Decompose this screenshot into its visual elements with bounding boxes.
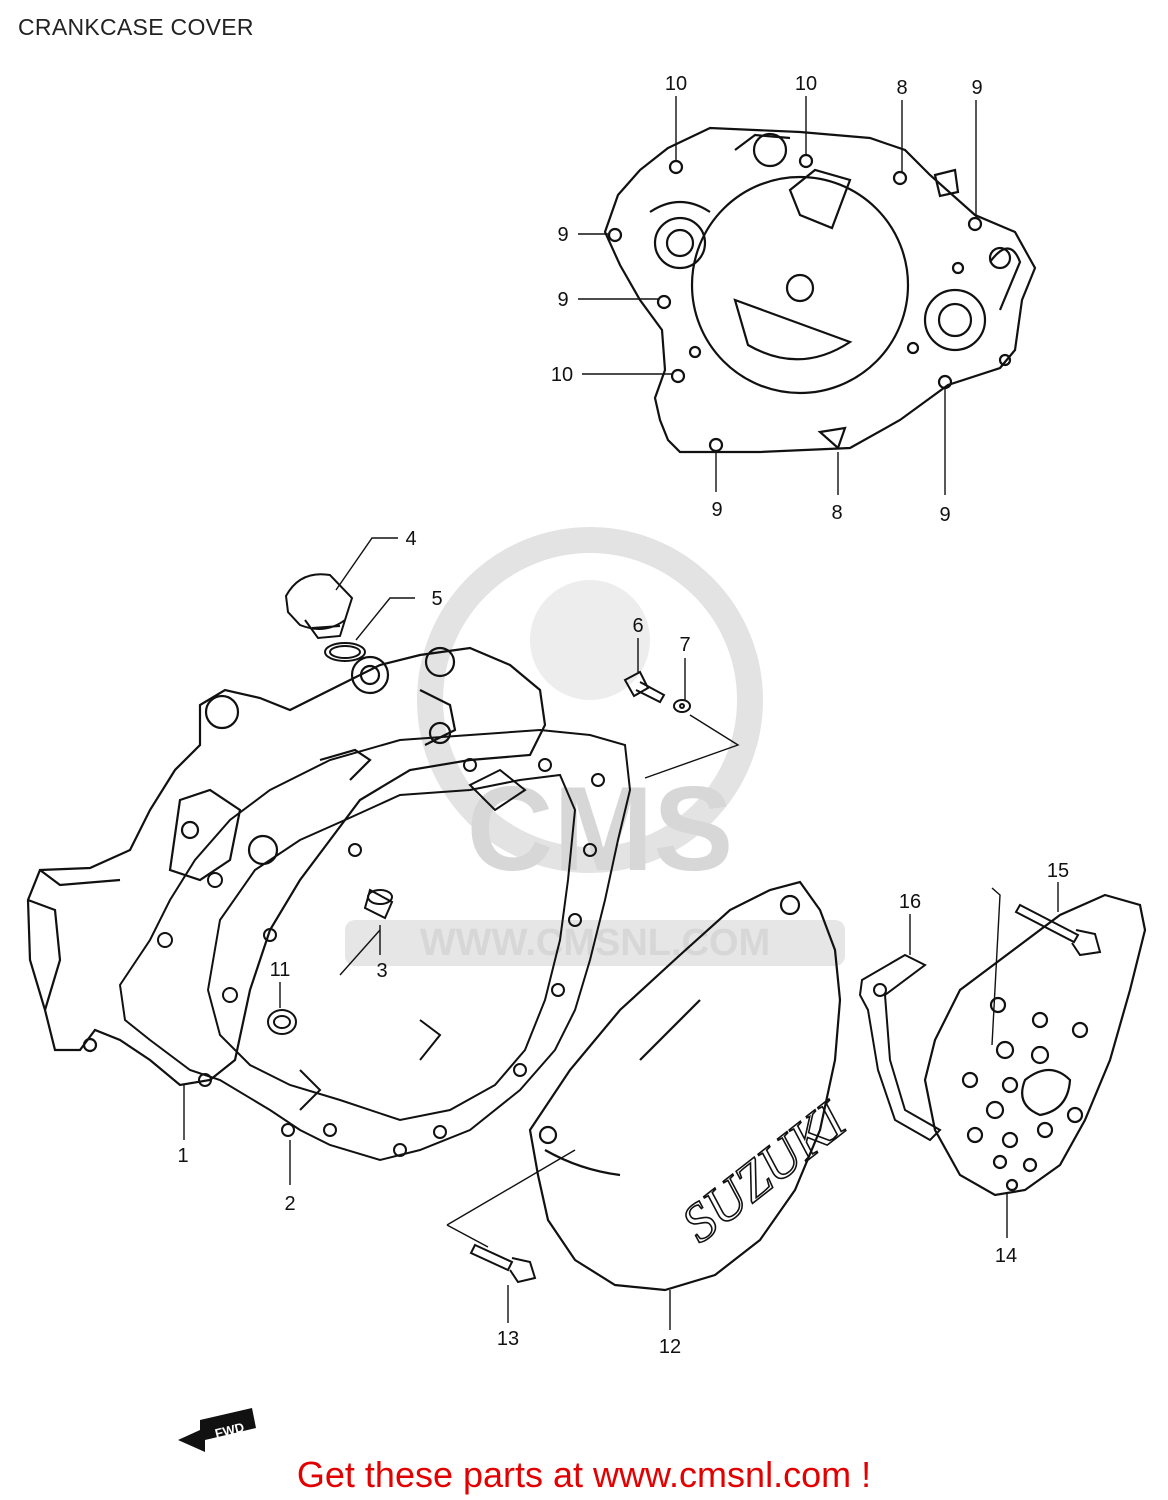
callout-10-left: 10 xyxy=(551,364,573,386)
callout-8-bottom: 8 xyxy=(831,502,842,524)
callout-labels: 10 10 8 9 9 9 10 9 8 9 4 5 6 7 3 11 1 2 … xyxy=(177,73,1069,1358)
watermark-logo-text: CMS xyxy=(467,762,734,896)
callout-13: 13 xyxy=(497,1328,519,1350)
plate-part-16 xyxy=(858,953,942,1142)
cover-inner-view xyxy=(603,126,1037,454)
oring-part-5 xyxy=(324,642,366,662)
forward-arrow-label: FWD xyxy=(213,1419,245,1441)
callout-12: 12 xyxy=(659,1336,681,1358)
oring-part-11 xyxy=(267,1009,297,1035)
callout-8-top: 8 xyxy=(896,77,907,99)
callout-9-left-upper: 9 xyxy=(557,224,568,246)
top-callout-leaders xyxy=(578,96,977,495)
callout-10-top-left: 10 xyxy=(665,73,687,95)
callout-16: 16 xyxy=(899,891,921,913)
callout-7: 7 xyxy=(679,634,690,656)
callout-3: 3 xyxy=(376,960,387,982)
callout-9-top-right: 9 xyxy=(971,77,982,99)
callout-5: 5 xyxy=(431,588,442,610)
callout-2: 2 xyxy=(284,1193,295,1215)
callout-9-bottom-left: 9 xyxy=(711,499,722,521)
lower-callout-leaders xyxy=(183,537,1059,1330)
callout-1: 1 xyxy=(177,1145,188,1167)
bolt-part-13 xyxy=(469,1243,537,1284)
callout-6: 6 xyxy=(632,615,643,637)
callout-10-top-center: 10 xyxy=(795,73,817,95)
footer-link[interactable]: Get these parts at www.cmsnl.com ! xyxy=(296,1454,872,1495)
watermark-ring xyxy=(417,527,763,873)
washer-part-7 xyxy=(673,699,691,713)
watermark: CMS WWW.CMSNL.COM xyxy=(345,527,845,966)
callout-9-bottom-right: 9 xyxy=(939,504,950,526)
callout-9-left-lower: 9 xyxy=(557,289,568,311)
callout-4: 4 xyxy=(405,528,416,550)
cover-brand-text: SUZUKI xyxy=(671,1088,859,1254)
callout-15: 15 xyxy=(1047,860,1069,882)
filler-cap-part-4 xyxy=(284,573,354,640)
callout-14: 14 xyxy=(995,1245,1017,1267)
bolt-part-15 xyxy=(1014,903,1102,957)
forward-arrow-icon: FWD xyxy=(178,1408,256,1452)
bolt-part-6 xyxy=(623,670,666,704)
gasket-part-2 xyxy=(118,728,632,1162)
callout-11: 11 xyxy=(270,959,291,981)
sprocket-cover-part-14 xyxy=(923,893,1147,1197)
watermark-head xyxy=(530,580,650,700)
dowel-part-3 xyxy=(363,888,394,920)
page-title: CRANKCASE COVER xyxy=(18,14,254,40)
